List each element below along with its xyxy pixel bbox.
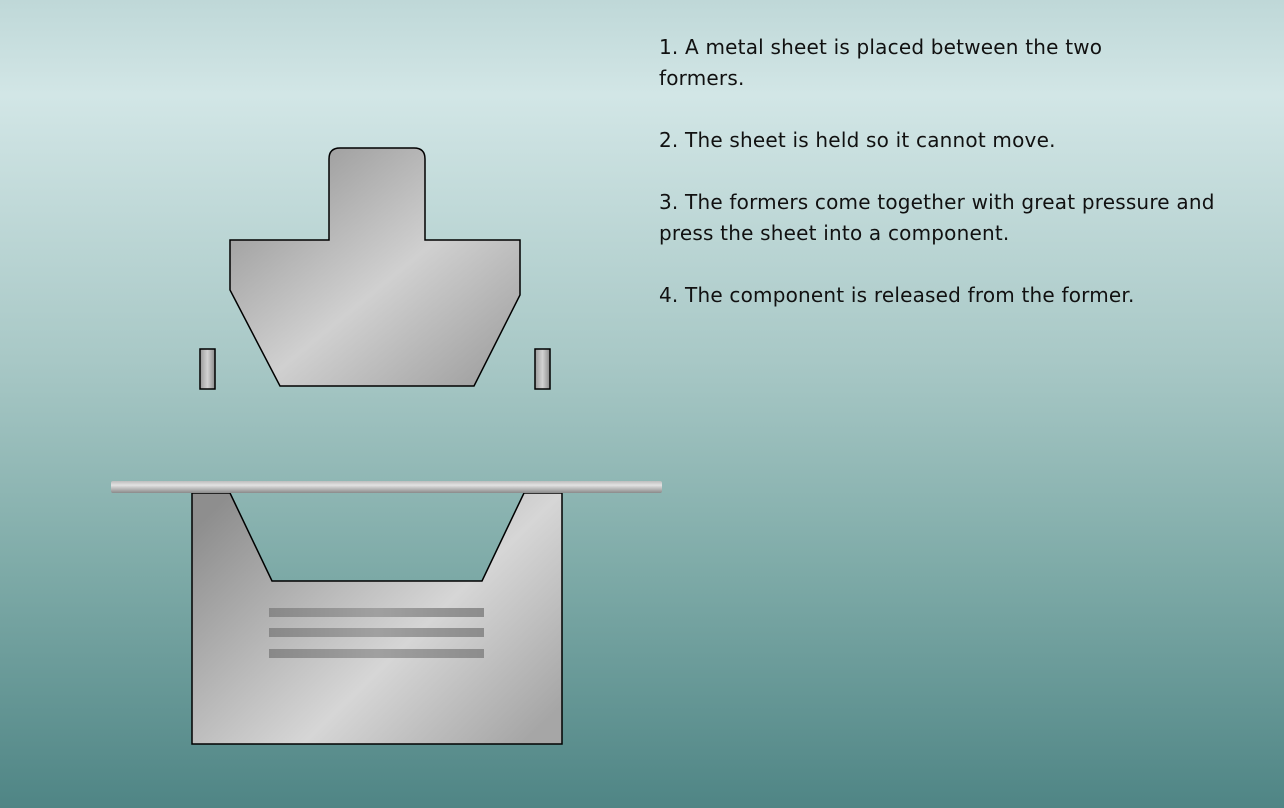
step-3-text: 3. The formers come together with great … <box>659 190 1215 245</box>
upper-former <box>229 147 521 387</box>
left-clamp <box>199 348 216 390</box>
right-clamp <box>534 348 551 390</box>
step-item: 3. The formers come together with great … <box>659 187 1219 249</box>
die-groove <box>269 608 484 617</box>
step-item: 1. A metal sheet is placed between the t… <box>659 32 1159 94</box>
lower-former <box>191 492 563 745</box>
step-item: 2. The sheet is held so it cannot move. <box>659 125 1219 156</box>
process-steps: 1. A metal sheet is placed between the t… <box>659 32 1219 342</box>
step-1-text: 1. A metal sheet is placed between the t… <box>659 35 1103 90</box>
die-groove <box>269 649 484 658</box>
step-2-text: 2. The sheet is held so it cannot move. <box>659 128 1056 152</box>
metal-sheet <box>111 481 662 493</box>
step-4-text: 4. The component is released from the fo… <box>659 283 1135 307</box>
die-groove <box>269 628 484 637</box>
step-item: 4. The component is released from the fo… <box>659 280 1219 311</box>
